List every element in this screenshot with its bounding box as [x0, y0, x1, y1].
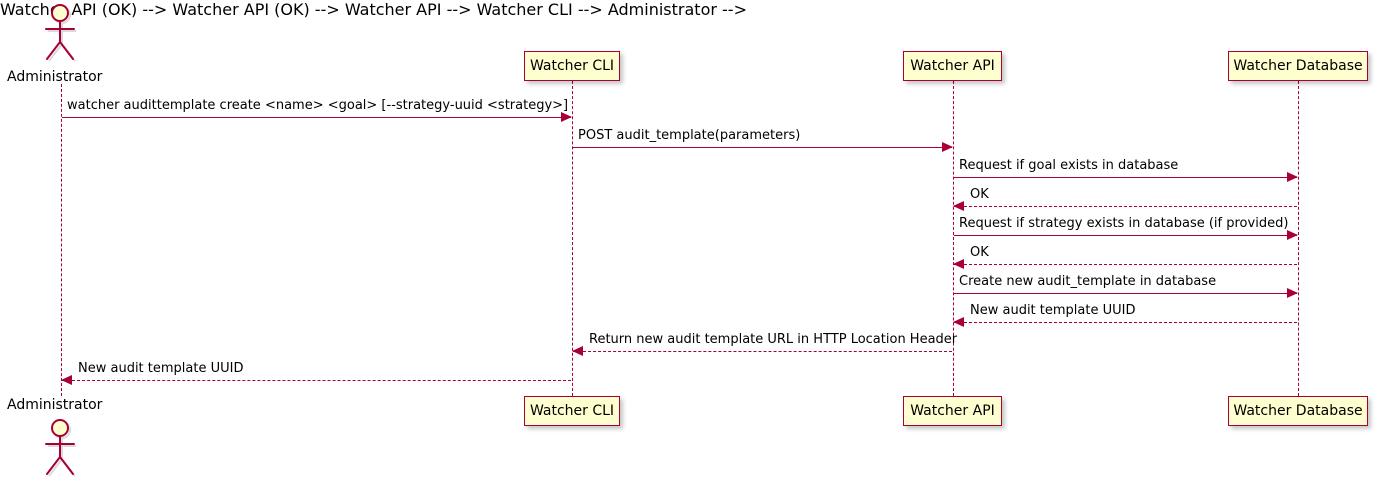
- message-1-label: watcher audittemplate create <name> <goa…: [67, 98, 569, 113]
- message-5-line: [954, 235, 1297, 236]
- message-10-label: New audit template UUID: [78, 361, 244, 376]
- message-3-arrowhead: [1287, 172, 1298, 182]
- message-3-label: Request if goal exists in database: [959, 158, 1179, 173]
- participant-watcher-api-bottom[interactable]: Watcher API: [903, 396, 1002, 426]
- message-8-arrowhead: [953, 317, 964, 327]
- participant-watcher-database-bottom[interactable]: Watcher Database: [1228, 396, 1368, 426]
- message-6-arrowhead: [953, 259, 964, 269]
- message-1-arrowhead: [561, 112, 572, 122]
- actor-administrator-top: [45, 4, 76, 62]
- participant-watcher-api-top[interactable]: Watcher API: [903, 51, 1002, 81]
- message-2-label: POST audit_template(parameters): [578, 128, 801, 143]
- message-4-line: [954, 206, 1297, 207]
- message-2-line: [573, 147, 952, 148]
- message-6-line: [954, 264, 1297, 265]
- participant-watcher-cli-bottom[interactable]: Watcher CLI: [524, 396, 620, 426]
- message-9-arrowhead: [572, 346, 583, 356]
- message-10-line: [62, 380, 571, 381]
- message-9-line: [573, 351, 952, 352]
- message-8-line: [954, 322, 1297, 323]
- participant-watcher-database-top[interactable]: Watcher Database: [1228, 51, 1368, 81]
- actor-label-administrator-top: Administrator: [7, 69, 103, 85]
- message-2-arrowhead: [942, 142, 953, 152]
- lifeline-watcher-database: [1298, 81, 1299, 396]
- message-7-arrowhead: [1287, 288, 1298, 298]
- message-8-label: New audit template UUID: [970, 303, 1136, 318]
- participant-watcher-cli-top[interactable]: Watcher CLI: [524, 51, 620, 81]
- lifeline-watcher-cli: [572, 81, 573, 396]
- message-4-label: OK: [970, 187, 989, 202]
- message-5-arrowhead: [1287, 230, 1298, 240]
- message-7-line: [954, 293, 1297, 294]
- actor-label-administrator-bottom: Administrator: [7, 397, 103, 413]
- message-9-label: Return new audit template URL in HTTP Lo…: [589, 332, 958, 347]
- message-1-line: [62, 117, 571, 118]
- actor-administrator-bottom: [45, 419, 76, 477]
- lifeline-watcher-api: [953, 81, 954, 396]
- message-7-label: Create new audit_template in database: [959, 274, 1217, 289]
- message-6-label: OK: [970, 245, 989, 260]
- message-3-line: [954, 177, 1297, 178]
- message-10-arrowhead: [61, 375, 72, 385]
- message-4-arrowhead: [953, 201, 964, 211]
- message-5-label: Request if strategy exists in database (…: [959, 216, 1289, 231]
- lifeline-administrator: [61, 84, 62, 396]
